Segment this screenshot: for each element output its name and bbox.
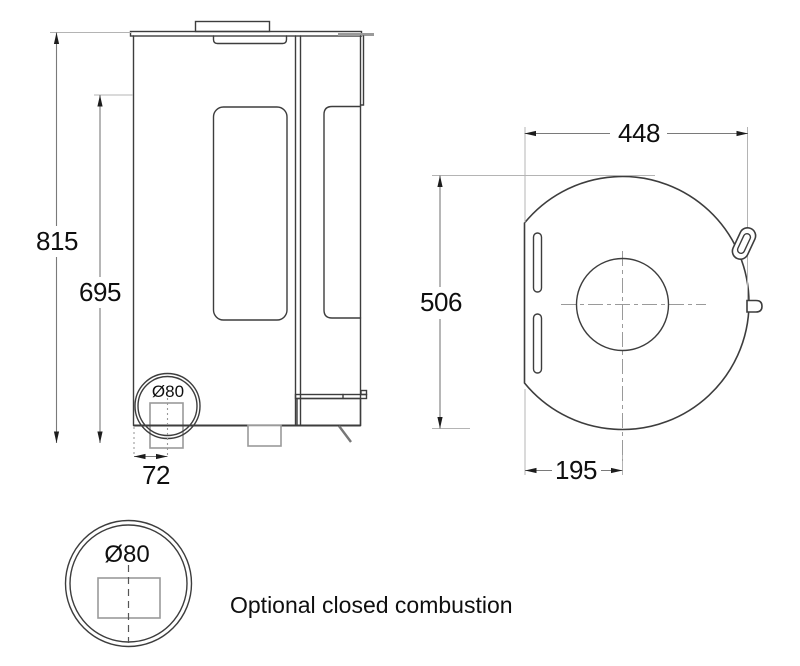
hinge-tab bbox=[746, 299, 763, 313]
flue-diameter-label-front: Ø80 bbox=[152, 382, 184, 401]
chimney-collar bbox=[194, 20, 271, 33]
air-slot-bottom bbox=[532, 313, 543, 374]
caption-text: Optional closed combustion bbox=[230, 592, 513, 618]
door-glass bbox=[212, 106, 288, 321]
flue-diameter-label-detail: Ø80 bbox=[104, 541, 149, 568]
base-lip-end bbox=[360, 389, 368, 396]
detail-view: Ø80 bbox=[64, 519, 193, 648]
flue-opening-circle bbox=[575, 257, 670, 352]
dim-72: 72 bbox=[134, 453, 170, 490]
front-view-dimensions: 815 695 72 bbox=[36, 32, 170, 490]
dim-72-value: 72 bbox=[142, 460, 170, 490]
door-handle bbox=[731, 226, 757, 261]
top-plate bbox=[129, 30, 363, 37]
body-right-step bbox=[359, 35, 365, 106]
dim-195: 195 bbox=[525, 455, 623, 485]
dim-695-value: 695 bbox=[79, 277, 121, 307]
front-foot bbox=[247, 424, 282, 447]
detail-outer-circle bbox=[64, 519, 193, 648]
air-slot-top bbox=[532, 232, 543, 293]
top-view-outline bbox=[523, 175, 750, 431]
detail-duct bbox=[97, 577, 161, 619]
dim-815-value: 815 bbox=[36, 226, 78, 256]
dim-506-value: 506 bbox=[420, 287, 462, 317]
dim-195-value: 195 bbox=[555, 455, 597, 485]
flue-callout-inner-circle bbox=[137, 375, 198, 437]
top-view bbox=[432, 127, 763, 475]
side-glass-band bbox=[323, 105, 362, 319]
dim-448: 448 bbox=[524, 118, 748, 148]
base-plinth bbox=[296, 397, 362, 427]
dim-506: 506 bbox=[420, 175, 462, 429]
dim-695: 695 bbox=[79, 95, 121, 443]
front-view: Ø80 bbox=[129, 20, 374, 449]
top-view-dimensions: 448 506 195 bbox=[420, 118, 748, 485]
rear-leg bbox=[338, 425, 352, 443]
body-seam-lines bbox=[294, 35, 302, 427]
top-recess bbox=[212, 35, 288, 45]
dim-815: 815 bbox=[36, 32, 78, 443]
dim-448-value: 448 bbox=[618, 118, 660, 148]
